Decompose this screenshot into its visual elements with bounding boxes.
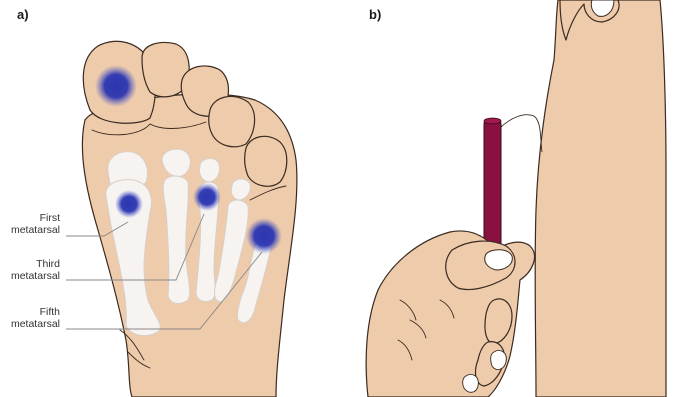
little-toe — [245, 136, 287, 186]
monofilament-pen — [484, 118, 501, 254]
callout-first-metatarsal: First metatarsal — [11, 212, 60, 236]
callout-fifth-label-line2: metatarsal — [11, 318, 60, 330]
monofilament-thread — [500, 115, 542, 152]
callout-fifth-label-line1: Fifth — [11, 306, 60, 318]
callout-third-metatarsal: Third metatarsal — [11, 258, 60, 282]
fingernail — [491, 350, 507, 369]
test-site-fifth-metatarsal-marker — [246, 218, 282, 254]
fingernail — [463, 374, 479, 392]
callout-third-label-line2: metatarsal — [11, 270, 60, 282]
test-site-big-toe-marker — [95, 65, 137, 107]
callout-third-label-line1: Third — [11, 258, 60, 270]
foot-side-view — [535, 0, 666, 397]
test-site-third-metatarsal-marker — [193, 183, 221, 211]
third-phalanx-bone — [199, 159, 219, 182]
fourth-toe — [209, 96, 255, 146]
callout-first-label-line2: metatarsal — [11, 224, 60, 236]
test-site-first-metatarsal-marker — [115, 190, 143, 218]
callout-fifth-metatarsal: Fifth metatarsal — [11, 306, 60, 330]
callout-first-label-line1: First — [11, 212, 60, 224]
